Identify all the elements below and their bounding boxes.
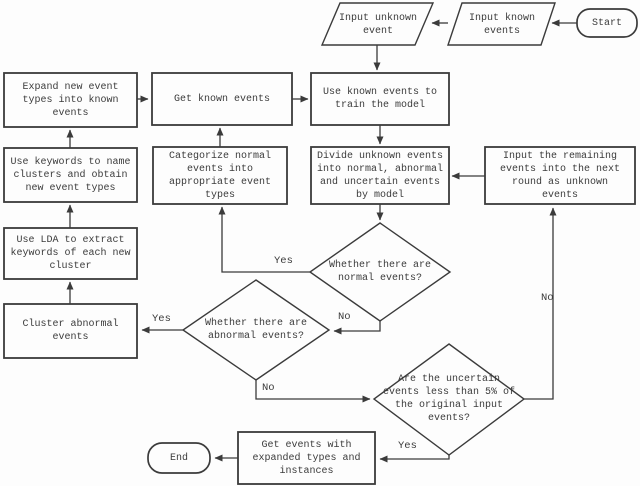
divide-rect-shape — [310, 146, 450, 205]
edge-normal-no — [333, 321, 381, 335]
categorize-rect-shape — [152, 146, 288, 205]
expand-rect-shape — [3, 72, 138, 128]
abnormal-decision-diamond-shape — [181, 279, 331, 381]
input-unknown-io-shape — [320, 2, 435, 46]
edge-abnormal-no — [255, 380, 371, 403]
cluster-rect-shape — [3, 303, 138, 359]
use-lda-rect-shape — [3, 227, 138, 280]
use-known-rect-shape — [310, 72, 450, 126]
normal-decision-diamond-shape — [308, 222, 452, 322]
get-known-rect-shape — [151, 72, 293, 126]
edge-uncertain-yes — [379, 455, 450, 463]
get-events-rect-shape — [237, 431, 376, 485]
node-shapes — [3, 2, 638, 485]
edge-uncertain-no — [524, 207, 557, 400]
edge-normal-yes — [218, 206, 310, 273]
input-remaining-rect-shape — [484, 146, 636, 205]
use-keywords-rect-shape — [3, 147, 138, 203]
input-known-io-shape — [447, 2, 556, 46]
start-terminator-shape — [576, 8, 638, 38]
end-terminator-shape — [147, 442, 211, 474]
uncertain-decision-diamond-shape — [372, 343, 526, 456]
connector-lines — [66, 19, 577, 463]
